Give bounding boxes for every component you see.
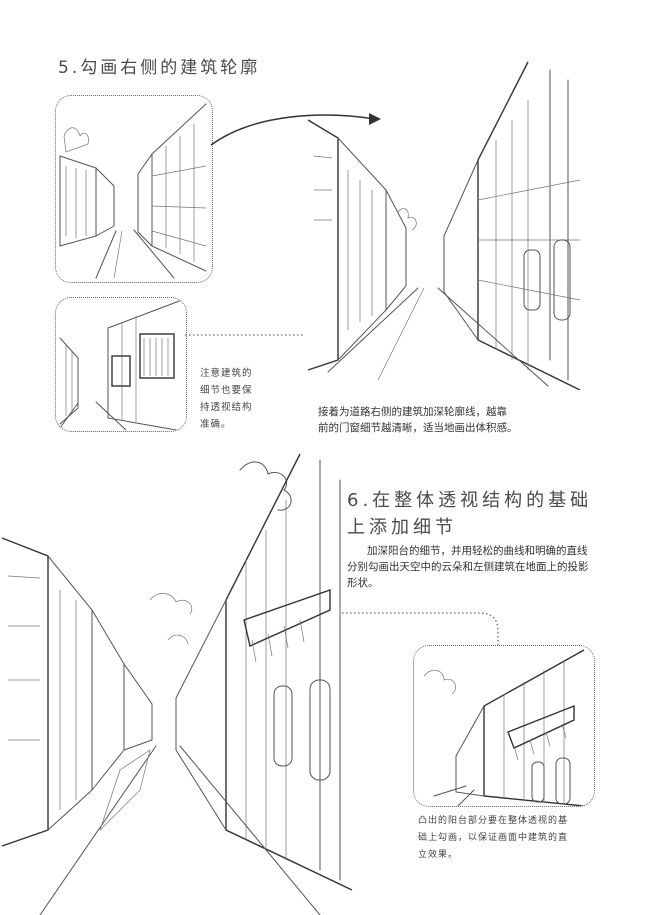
curved-arrow-icon [210,113,381,146]
step6-title: 6.在整体透视结构的基础 上添加细节 [347,487,592,541]
step5-sketch-thumbnail-2 [55,297,187,432]
note-line: 凸出的阳台部分要在整体透视的基 [418,816,569,826]
dotted-connector-line [185,334,303,336]
step5-main-sketch-image [307,61,581,390]
step6-title-line: 6.在整体透视结构的基础 [347,490,593,511]
step6-sketch-thumbnail [413,645,595,807]
note-line: 持透视结构 [200,402,253,413]
note-line: 细节也要保 [200,385,253,396]
step5-description: 接着为道路右侧的建筑加深轮廓线，越靠 前的门窗细节越清晰，适当地画出体积感。 [318,404,588,436]
step6-description: 加深阳台的细节，并用轻松的曲线和明确的直线 分别勾画出天空中的云朵和左侧建筑在地… [347,543,609,591]
step6-note: 凸出的阳台部分要在整体透视的基 础上勾画，以保证画面中建筑的直 立效果。 [418,813,598,864]
description-line: 形状。 [347,577,379,589]
description-line: 前的门窗细节越清晰，适当地画出体积感。 [318,422,518,434]
note-line: 础上勾画，以保证画面中建筑的直 [418,833,569,843]
step5-note: 注意建筑的 细节也要保 持透视结构 准确。 [200,365,276,433]
note-line: 注意建筑的 [200,368,253,379]
step6-main-sketch-image [1,453,353,915]
description-line: 加深阳台的细节，并用轻松的曲线和明确的直线 [367,545,588,557]
street-sketch-closeup-image [59,299,183,431]
note-line: 准确。 [200,419,232,430]
street-sketch-image [59,103,207,279]
balcony-closeup-image [423,649,585,806]
description-line: 分别勾画出天空中的云朵和左侧建筑在地面上的投影 [347,561,589,573]
dotted-connector-line [342,612,499,651]
step5-sketch-thumbnail-1 [55,95,213,283]
description-line: 接着为道路右侧的建筑加深轮廓线，越靠 [318,406,507,418]
note-line: 立效果。 [418,850,459,860]
step6-title-line: 上添加细节 [347,517,457,538]
step5-title: 5.勾画右侧的建筑轮廓 [58,58,261,78]
